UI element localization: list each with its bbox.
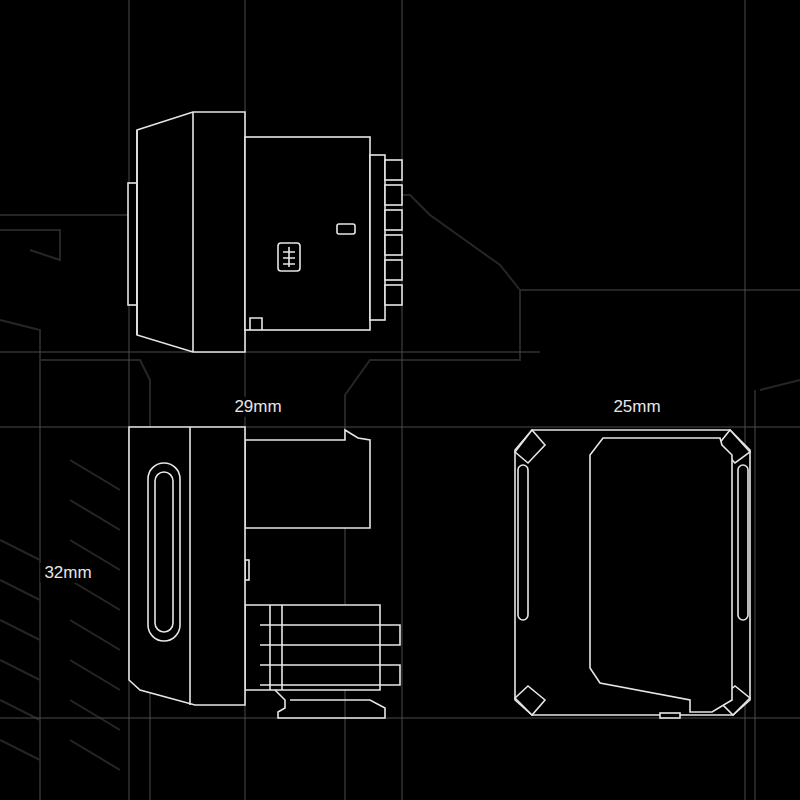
dimension-label: 29mm — [230, 397, 285, 417]
dimension-label: 32mm — [40, 563, 95, 583]
background-silhouette — [0, 195, 800, 800]
side-view — [128, 112, 402, 352]
front-view — [129, 427, 400, 718]
end-view — [515, 430, 750, 718]
dimension-label: 25mm — [609, 397, 664, 417]
